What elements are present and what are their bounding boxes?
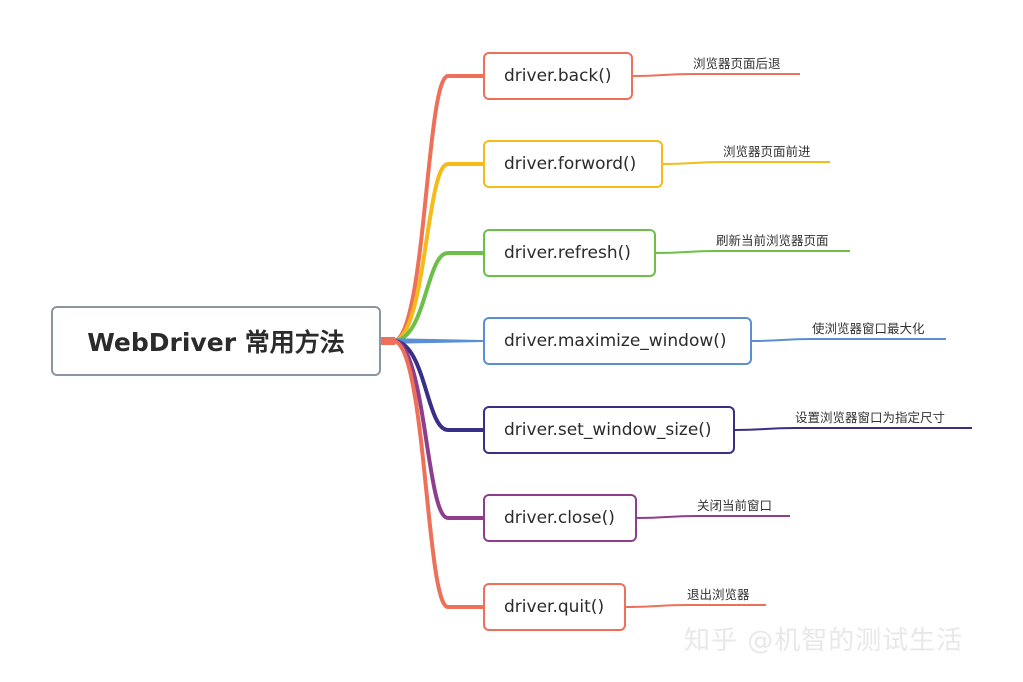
branch-connector	[381, 338, 483, 344]
note-connector	[632, 73, 800, 77]
branch-connector	[391, 251, 485, 343]
note-connector	[655, 250, 850, 254]
branch-connector	[391, 339, 485, 609]
note-forword: 浏览器页面前进	[723, 144, 811, 159]
method-node-refresh: driver.refresh()	[483, 229, 656, 277]
root-node: WebDriver 常用方法	[51, 306, 381, 376]
note-connector	[751, 338, 946, 342]
method-node-back: driver.back()	[483, 52, 633, 100]
note-connector	[734, 427, 972, 431]
note-connector	[625, 604, 766, 608]
note-quit: 退出浏览器	[687, 587, 750, 602]
method-node-maximize-window: driver.maximize_window()	[483, 317, 752, 365]
note-connector	[662, 161, 830, 165]
branch-connector	[391, 74, 485, 343]
method-node-quit: driver.quit()	[483, 583, 626, 631]
method-node-forword: driver.forword()	[483, 140, 663, 188]
watermark: 知乎 @机智的测试生活	[684, 626, 964, 656]
note-connector	[636, 515, 790, 519]
note-back: 浏览器页面后退	[693, 56, 781, 71]
note-refresh: 刷新当前浏览器页面	[716, 233, 829, 248]
note-maximize-window: 使浏览器窗口最大化	[812, 321, 925, 336]
note-set-window-size: 设置浏览器窗口为指定尺寸	[795, 410, 946, 425]
method-node-set-window-size: driver.set_window_size()	[483, 406, 735, 454]
root-connector-stub	[381, 337, 395, 345]
branch-connector	[391, 162, 485, 343]
branch-connector	[391, 339, 485, 432]
method-node-close: driver.close()	[483, 494, 637, 542]
note-close: 关闭当前窗口	[697, 498, 773, 513]
